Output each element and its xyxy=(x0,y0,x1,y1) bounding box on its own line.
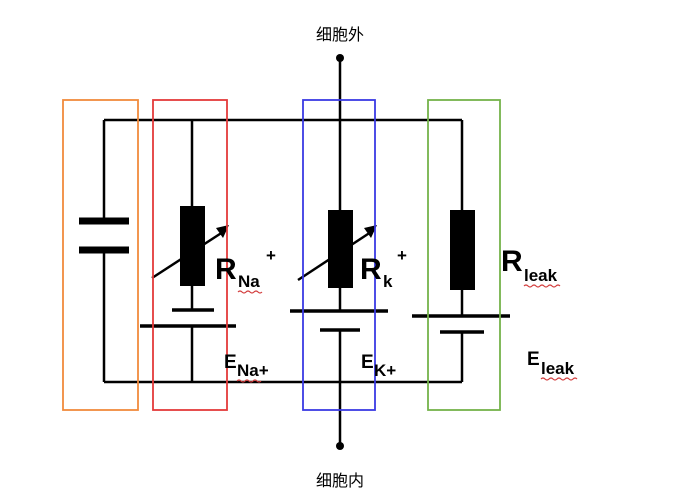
k-channel-frame xyxy=(302,99,376,411)
leak-resistor-icon xyxy=(450,210,475,290)
r-leak-label: R leak xyxy=(501,245,561,288)
svg-text:+: + xyxy=(266,246,276,265)
svg-text:+: + xyxy=(397,246,407,265)
capacitor-frame xyxy=(62,99,139,411)
outside-label: 细胞外 xyxy=(316,25,364,44)
svg-text:E: E xyxy=(361,352,374,373)
k-variable-resistor-icon xyxy=(297,210,377,288)
svg-text:Na+: Na+ xyxy=(237,361,269,380)
svg-text:R: R xyxy=(360,253,382,286)
svg-text:E: E xyxy=(224,352,237,373)
leak-battery-icon xyxy=(412,314,510,334)
svg-text:Na: Na xyxy=(238,272,260,291)
outside-terminal xyxy=(336,54,344,62)
r-na-label: R Na + xyxy=(215,246,276,294)
e-na-label: E Na+ xyxy=(224,352,269,383)
r-k-label: R k + xyxy=(360,246,407,291)
svg-text:K+: K+ xyxy=(374,361,396,380)
svg-text:leak: leak xyxy=(524,266,558,285)
circuit-wires xyxy=(102,58,464,446)
svg-text:R: R xyxy=(501,245,523,278)
inside-terminal xyxy=(336,442,344,450)
k-battery-icon xyxy=(290,309,388,332)
svg-text:k: k xyxy=(383,272,393,291)
svg-text:E: E xyxy=(527,349,540,370)
e-k-label: E K+ xyxy=(361,352,396,380)
svg-text:leak: leak xyxy=(541,359,575,378)
svg-text:R: R xyxy=(215,253,237,286)
na-channel-frame xyxy=(152,99,228,411)
leak-channel-frame xyxy=(427,99,501,411)
na-variable-resistor-icon xyxy=(151,206,229,286)
e-leak-label: E leak xyxy=(527,349,578,381)
inside-label: 细胞内 xyxy=(316,471,364,490)
capacitor-icon xyxy=(79,217,129,254)
na-battery-icon xyxy=(140,308,236,328)
